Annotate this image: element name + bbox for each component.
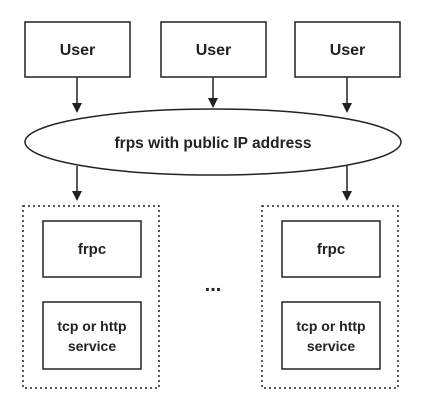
service-node-1: tcp or http service [42,301,142,370]
user-node-1: User [24,21,131,78]
service-label-2-line1: tcp or http [296,318,365,334]
client-group-1-border [22,205,160,389]
user-label-2: User [196,42,232,59]
frpc-label-2: frpc [317,241,345,258]
user-node-3: User [294,21,401,78]
user-label-3: User [330,42,366,59]
frps-server-label: frps with public IP address [115,135,312,152]
user-node-2: User [160,21,267,78]
client-group-2: frpc tcp or http service [261,205,399,389]
user-label-1: User [60,42,96,59]
service-node-2: tcp or http service [281,301,381,370]
frpc-node-2: frpc [281,220,381,278]
client-group-2-border [261,205,399,389]
client-group-1: frpc tcp or http service [22,205,160,389]
frpc-label-1: frpc [78,241,106,258]
service-label-1-line2: service [68,338,116,354]
service-label-2-line2: service [307,338,355,354]
more-clients-ellipsis: ... [205,274,222,296]
frps-server-node: frps with public IP address [24,108,402,176]
frpc-node-1: frpc [42,220,142,278]
service-label-1-line1: tcp or http [57,318,126,334]
